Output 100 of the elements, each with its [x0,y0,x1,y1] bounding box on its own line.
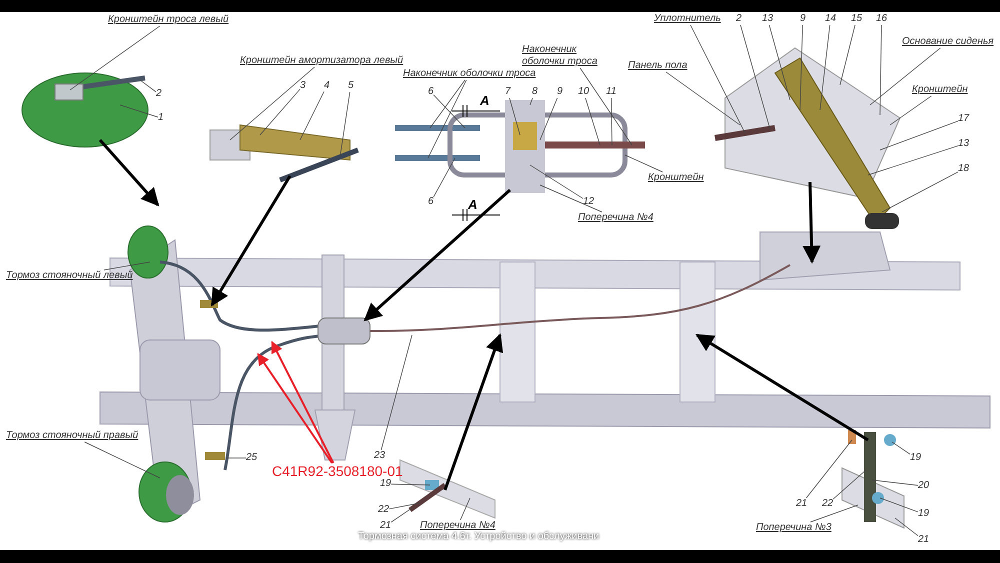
part-label: Наконечник оболочки троса [522,44,622,68]
callout-number: 21 [918,534,930,546]
arrow [271,340,334,464]
callout-number: 3 [300,80,306,92]
leader-line [894,518,918,536]
part-label: Поперечина №4 [420,520,496,532]
leader-line [882,172,958,212]
callout-number: 8 [532,86,538,98]
leader-line [260,88,300,136]
leader-line [300,91,324,140]
arrow [98,139,160,206]
callout-number: 10 [578,86,590,98]
crossmember-drawing [842,428,904,528]
dimension-label: А [480,94,490,108]
leader-line [84,442,160,478]
arrow [210,175,292,307]
leader-line [880,24,882,116]
callout-number: 11 [606,86,616,98]
leader-line [230,66,315,140]
callout-number: 22 [378,504,390,516]
leader-line [740,24,770,130]
leader-line [880,498,918,512]
leader-line [624,154,663,172]
leader-line [892,442,910,455]
arrow [695,334,869,442]
leader-line [433,94,466,128]
callout-number: 17 [958,113,970,125]
part-label: Кронштейн троса левый [108,14,229,26]
leader-line [388,502,420,510]
part-label: Кронштейн [648,172,704,184]
leader-line [840,24,856,86]
leader-line [430,80,466,128]
leader-line [690,24,746,134]
callout-number: 6 [428,196,434,208]
leader-line [540,98,558,140]
callout-number: 2 [736,13,742,25]
part-label: Основание сиденья [902,36,994,48]
leader-line [509,98,520,136]
leader-line [104,262,150,270]
callout-number: 15 [851,13,862,25]
arrow [364,188,511,322]
arrow [257,353,333,464]
leader-line [380,334,412,450]
leader-line [870,48,941,106]
part-label: Кронштейн [912,84,968,96]
callout-number: 9 [557,86,563,98]
arrow [444,333,504,490]
callout-number: 12 [583,196,594,208]
leader-line [666,72,740,126]
callout-number: 19 [918,508,930,520]
callout-number: 21 [796,498,808,510]
callout-number: 13 [762,13,774,25]
callout-number: 13 [958,138,970,150]
part-label: Тормоз стояночный правый [6,430,138,442]
callout-number: 18 [958,163,970,175]
leader-line [540,184,602,212]
leader-line [872,480,918,486]
leader-line [70,26,160,90]
part-label: Поперечина №3 [756,522,832,534]
callout-number: 2 [156,88,162,100]
leader-line [890,96,932,126]
leader-line [585,98,600,146]
callout-number: 9 [800,13,806,25]
part-label: Кронштейн амортизатора левый [240,55,404,67]
callout-number: 7 [505,86,511,98]
callout-number: 25 [246,452,258,464]
leader-line [800,24,803,110]
leader-line [820,24,830,110]
callout-number: 19 [380,478,392,490]
part-label: Уплотнитель [654,13,721,25]
callout-number: 4 [324,80,330,92]
leader-line [530,98,533,106]
callout-number: 20 [918,480,930,492]
callout-number: 5 [348,80,354,92]
leader-line [340,92,350,158]
leader-line [768,24,790,100]
leader-line [390,484,430,486]
leader-line [530,164,584,199]
part-label: Наконечник оболочки троса [403,68,536,80]
leader-line [580,68,632,146]
leader-line [832,470,866,500]
video-title: Тормозная система 4.6т. Устройство и обслуживани [358,531,600,542]
leader-line [433,158,456,198]
part-number: C41R92-3508180-01 [272,463,403,479]
callout-number: 16 [876,13,888,25]
leader-line [610,98,612,146]
leader-line [810,504,858,522]
leader-line [140,80,156,92]
callout-number: 14 [825,13,836,25]
leader-line [880,120,958,150]
dimension-label: А [468,198,478,212]
part-label: Панель пола [628,60,688,72]
callout-number: 22 [822,498,834,510]
leader-line [390,508,412,523]
callout-number: 19 [910,452,922,464]
part-label: Тормоз стояночный левый [6,270,133,282]
callout-number: 6 [428,86,434,98]
leader-line [868,145,958,176]
part-label: Поперечина №4 [578,212,654,224]
leader-line [460,498,470,520]
